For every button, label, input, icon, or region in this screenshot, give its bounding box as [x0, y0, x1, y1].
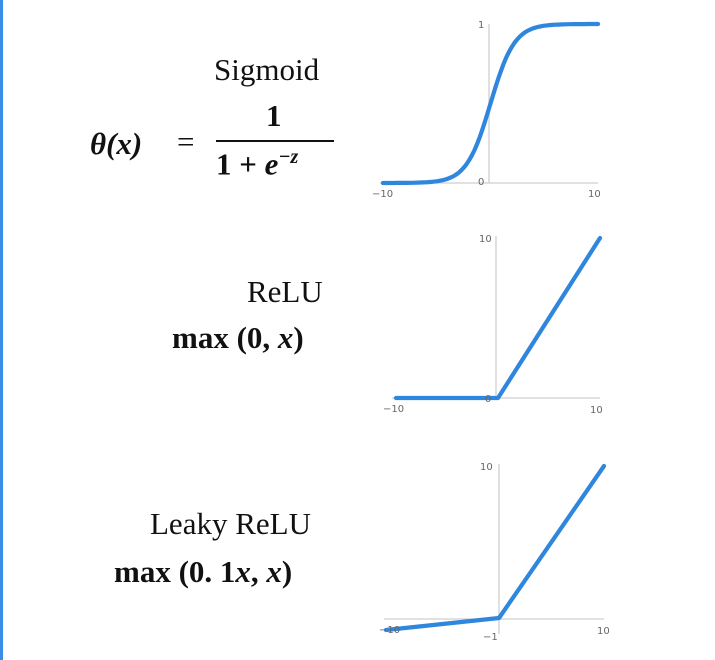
relu-tick-ytop: 10: [479, 234, 492, 245]
leaky-tick-xmin: −10: [379, 625, 400, 636]
sigmoid-tick-xmin: −10: [372, 189, 393, 200]
sigmoid-formula-equals: =: [177, 124, 195, 159]
sigmoid-den-a: 1 +: [216, 146, 265, 182]
sigmoid-fraction-bar: [216, 140, 334, 142]
leaky-tick-xmax: 10: [597, 626, 610, 637]
relu-tick-xmax: 10: [590, 405, 603, 416]
relu-title: ReLU: [247, 274, 323, 309]
sigmoid-curve: [380, 21, 601, 186]
leaky-formula-x1: x: [235, 554, 251, 589]
left-border: [0, 0, 3, 660]
leaky-relu-formula: max (0. 1x, x): [114, 554, 292, 590]
sigmoid-tick-yzero: 0: [478, 177, 484, 188]
sigmoid-lhs-text: θ(x): [90, 126, 143, 161]
leaky-formula-a: max (0. 1: [114, 554, 236, 589]
sigmoid-plot: −10 10 1 0: [372, 20, 601, 200]
leaky-tick-ytop: 10: [480, 462, 493, 473]
leaky-formula-x2: x: [266, 554, 282, 589]
leaky-formula-b: ): [281, 554, 293, 589]
leaky-formula-comma: ,: [250, 554, 267, 589]
leaky-relu-title: Leaky ReLU: [150, 506, 311, 541]
sigmoid-den-exp: −z: [278, 146, 299, 168]
relu-tick-yzero: 0: [485, 394, 491, 405]
relu-curve: [393, 235, 603, 401]
relu-plot: −10 10 10 0: [383, 234, 603, 416]
sigmoid-title: Sigmoid: [214, 52, 320, 87]
relu-tick-xmin: −10: [383, 404, 404, 415]
relu-formula-x: x: [277, 320, 294, 355]
leaky-relu-curve: [383, 463, 607, 633]
relu-formula-b: ): [293, 320, 304, 355]
sigmoid-formula-lhs: θ(x): [90, 126, 142, 162]
leaky-relu-plot: −10 10 10 −1: [379, 462, 610, 643]
relu-formula-a: max (0,: [172, 320, 278, 355]
sigmoid-formula-denominator: 1 + e−z: [216, 146, 298, 182]
sigmoid-tick-xmax: 10: [588, 189, 601, 200]
leaky-tick-yneg: −1: [483, 632, 498, 643]
sigmoid-den-e: e: [264, 146, 279, 182]
sigmoid-tick-ytop: 1: [478, 20, 484, 31]
sigmoid-formula-numerator: 1: [266, 98, 282, 133]
relu-formula: max (0, x): [172, 320, 304, 356]
